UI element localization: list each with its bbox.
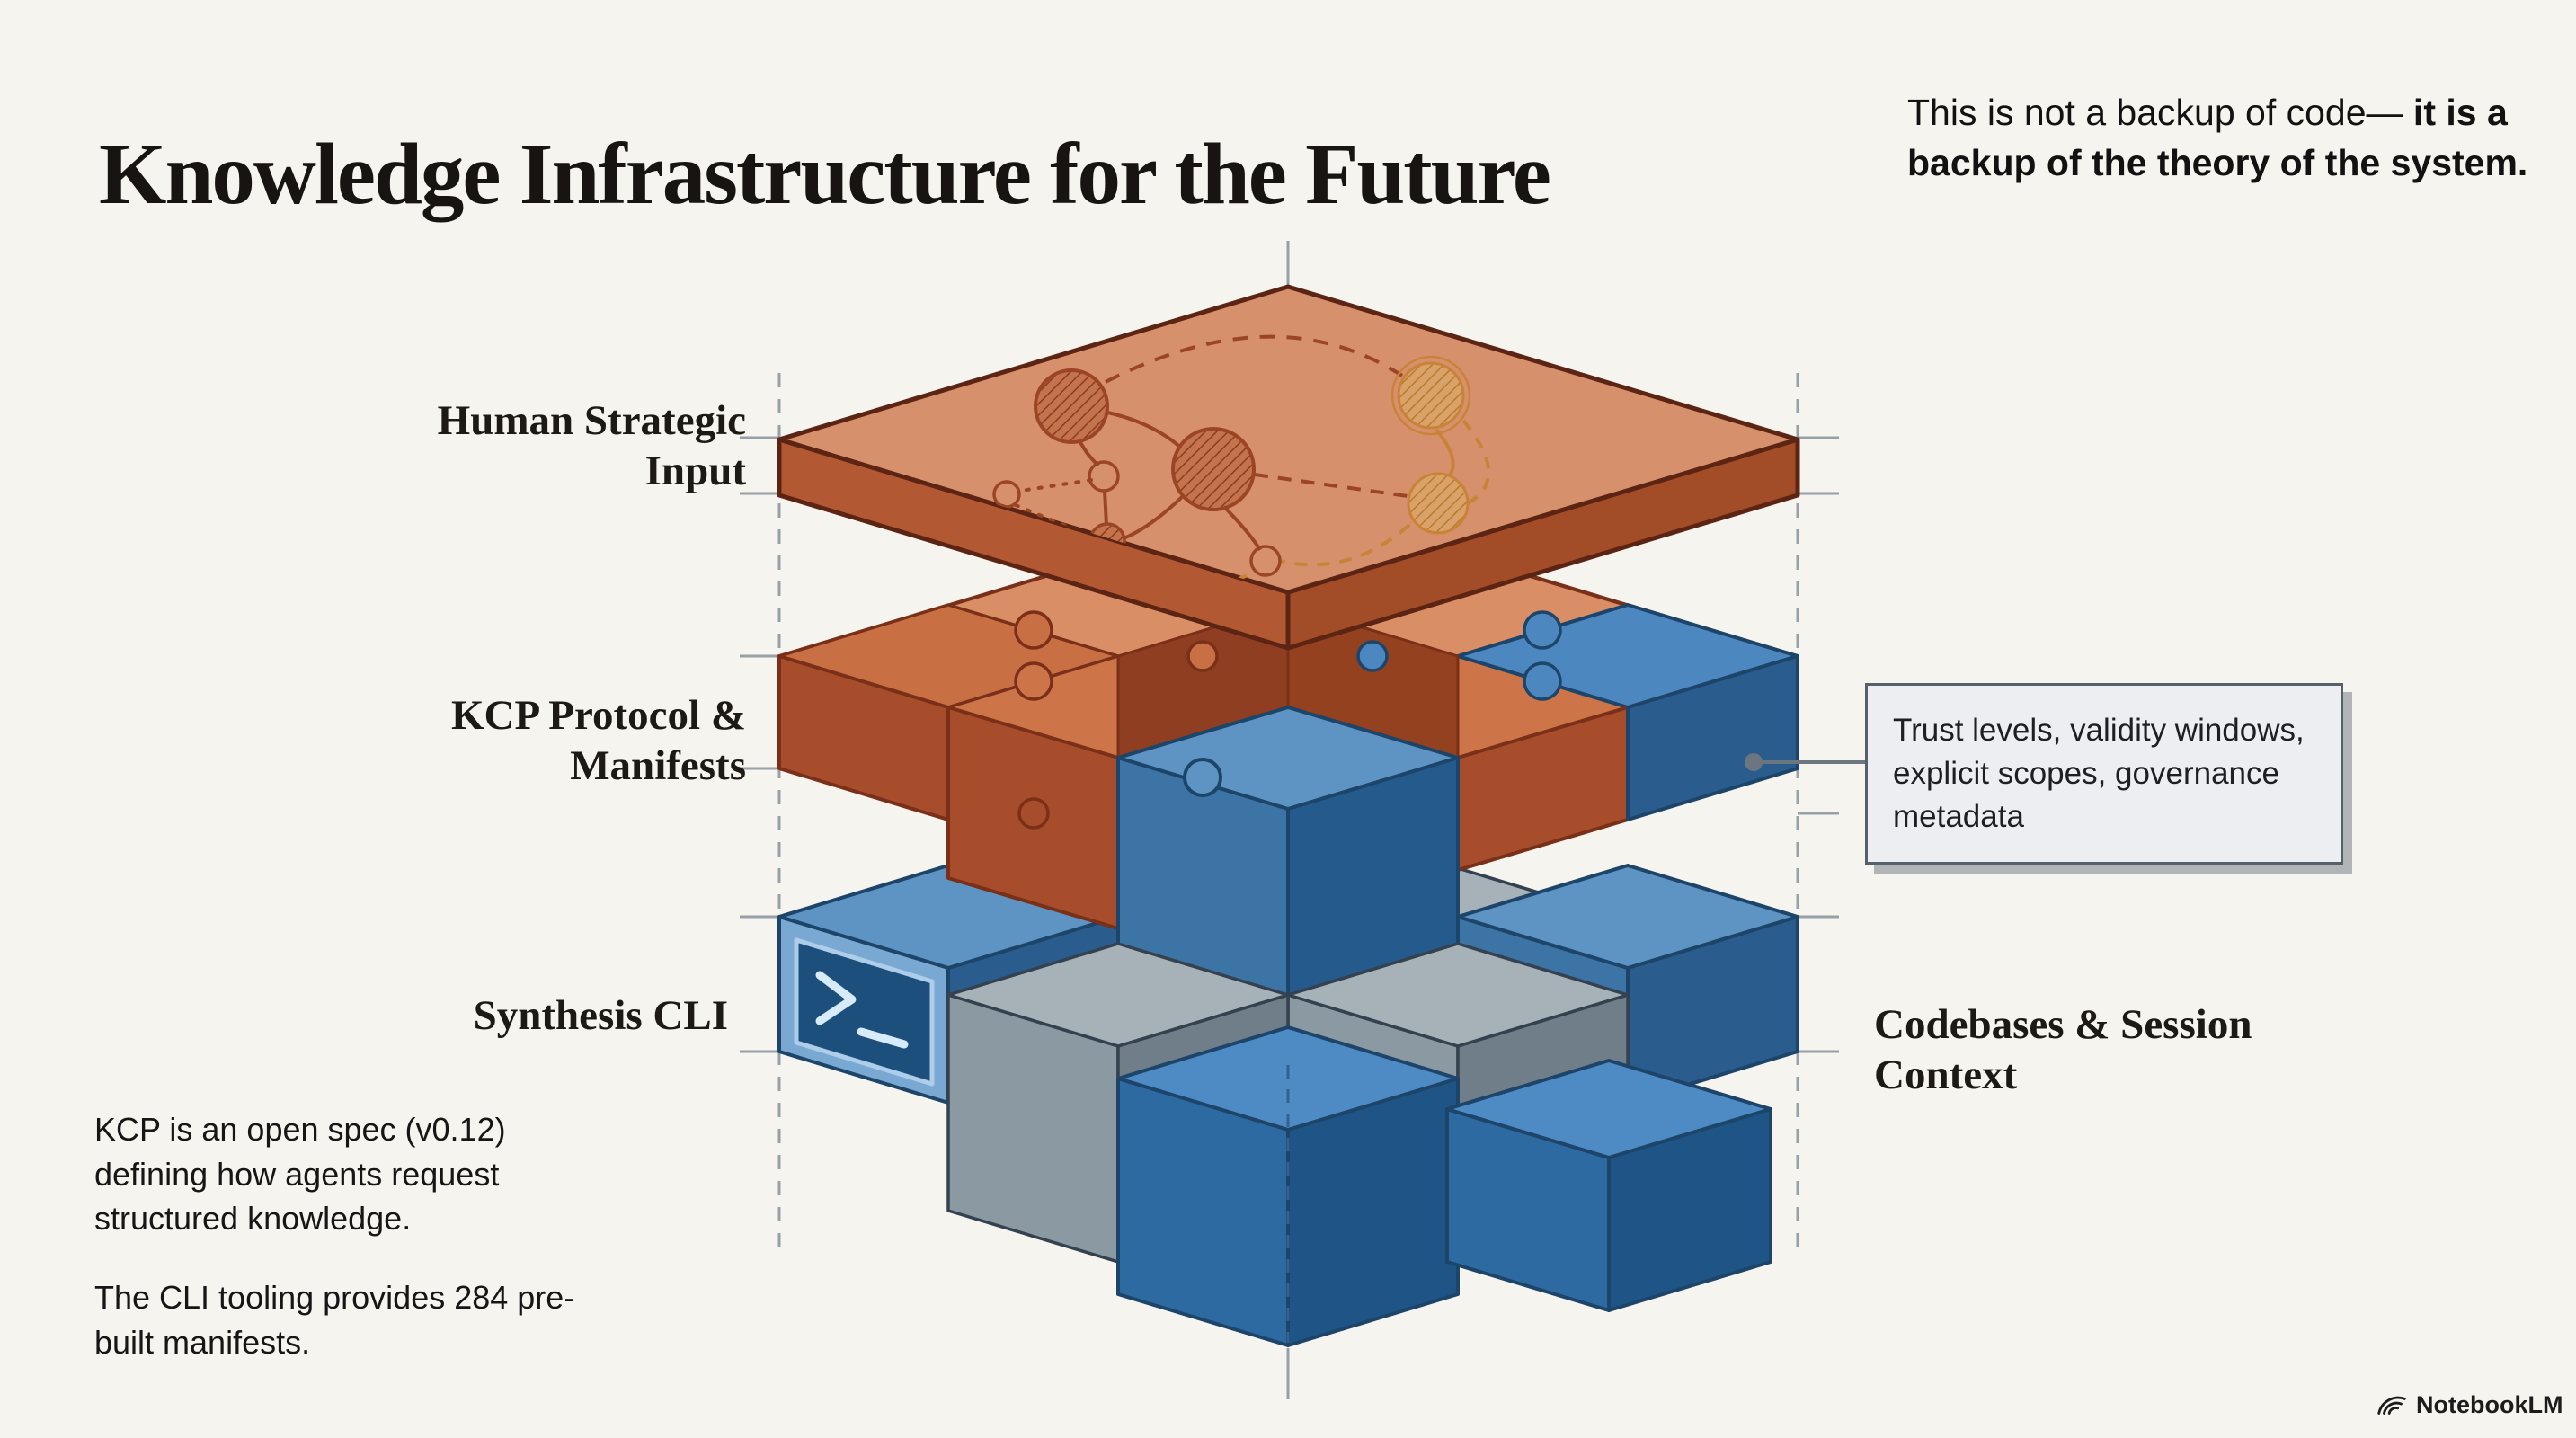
watermark: NotebookLM	[2375, 1388, 2563, 1422]
label-codebases-session-context: Codebases & Session Context	[1874, 1001, 2252, 1099]
thesis-bold-text: it is a backup of the theory of the syst…	[1907, 92, 2528, 183]
callout-connector	[1745, 753, 1867, 771]
left-tick-marks	[740, 436, 779, 1053]
watermark-text: NotebookLM	[2416, 1390, 2563, 1418]
label-synthesis-cli: Synthesis CLI	[473, 992, 728, 1039]
notebooklm-logo-icon	[2377, 1396, 2406, 1415]
human-input-slab	[777, 284, 1800, 651]
label-human-strategic-input: Human Strategic Input	[437, 397, 746, 495]
note-kcp-spec: KCP is an open spec (v0.12) defining how…	[94, 1111, 506, 1238]
right-tick-marks	[1798, 436, 1839, 1053]
synthesis-cli-layer-front-blocks	[946, 942, 1772, 1347]
note-cli-manifests: The CLI tooling provides 284 pre-built m…	[94, 1279, 575, 1361]
network-sketch-icon	[992, 334, 1490, 592]
callout-text: Trust levels, validity windows, explicit…	[1893, 713, 2305, 834]
label-kcp-protocol-manifests: KCP Protocol & Manifests	[450, 692, 746, 790]
thesis-statement: This is not a backup of code— it is a ba…	[1907, 88, 2545, 189]
governance-callout-box: Trust levels, validity windows, explicit…	[1865, 683, 2343, 865]
terminal-icon	[794, 937, 935, 1087]
thesis-normal-text: This is not a backup of code—	[1907, 92, 2413, 133]
page-title: Knowledge Infrastructure for the Future	[99, 125, 1551, 222]
footnotes: KCP is an open spec (v0.12) defining how…	[94, 1107, 616, 1364]
